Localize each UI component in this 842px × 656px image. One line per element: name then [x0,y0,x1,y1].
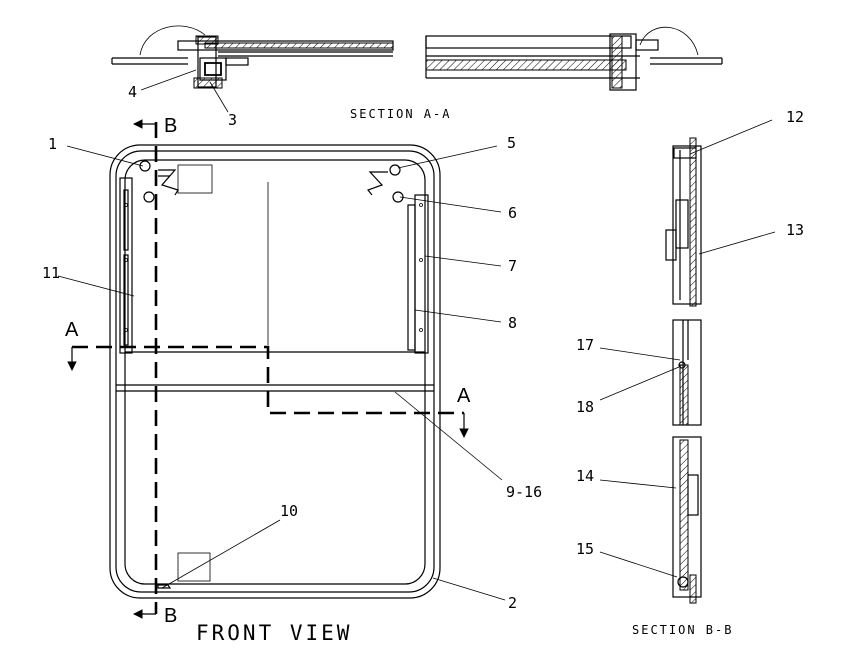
section-cut-a-line [72,345,464,415]
section-a-a: SECTION A-A [111,25,723,121]
callout-15: 15 [576,540,594,558]
callout-2: 2 [508,594,517,612]
callout-numbers: 1 2 3 4 5 6 7 8 9-16 10 11 12 13 14 15 1… [42,83,804,612]
callout-18: 18 [576,398,594,416]
section-a-a-right [425,26,723,91]
callout-leaders [57,69,776,601]
left-latch [139,160,213,203]
right-slide-channel [407,194,429,354]
callout-6: 6 [508,204,517,222]
section-b-b-top [665,137,702,307]
callout-13: 13 [786,221,804,239]
section-a-a-title: SECTION A-A [350,107,451,121]
callout-17: 17 [576,336,594,354]
section-a-a-left [111,25,394,89]
cut-label-a-right: A [457,385,471,407]
callout-3: 3 [228,111,237,129]
section-b-b-middle [672,319,702,426]
callout-7: 7 [508,257,517,275]
cut-label-a-left: A [65,319,79,341]
callout-11: 11 [42,264,60,282]
callout-4: 4 [128,83,137,101]
right-latch [367,164,404,203]
cut-label-b-top: B [164,115,177,137]
bottom-bracket [177,552,211,582]
callout-14: 14 [576,467,594,485]
bottom-drain-fitting [157,584,172,589]
callout-9-16: 9-16 [506,483,542,501]
callout-1: 1 [48,135,57,153]
callout-12: 12 [786,108,804,126]
front-view: A A B B FRONT VIEW [65,115,471,645]
callout-5: 5 [507,134,516,152]
front-view-title: FRONT VIEW [196,621,352,645]
section-b-b-bottom [672,436,702,604]
left-slide-channel [119,177,133,354]
section-b-b: SECTION B-B [632,137,733,637]
window-glass-edge [124,159,426,585]
outer-frame [109,144,441,599]
callout-10: 10 [280,502,298,520]
outer-frame-inner [115,150,435,593]
cut-label-b-bottom: B [164,605,177,627]
section-b-b-title: SECTION B-B [632,623,733,637]
callout-8: 8 [508,314,517,332]
